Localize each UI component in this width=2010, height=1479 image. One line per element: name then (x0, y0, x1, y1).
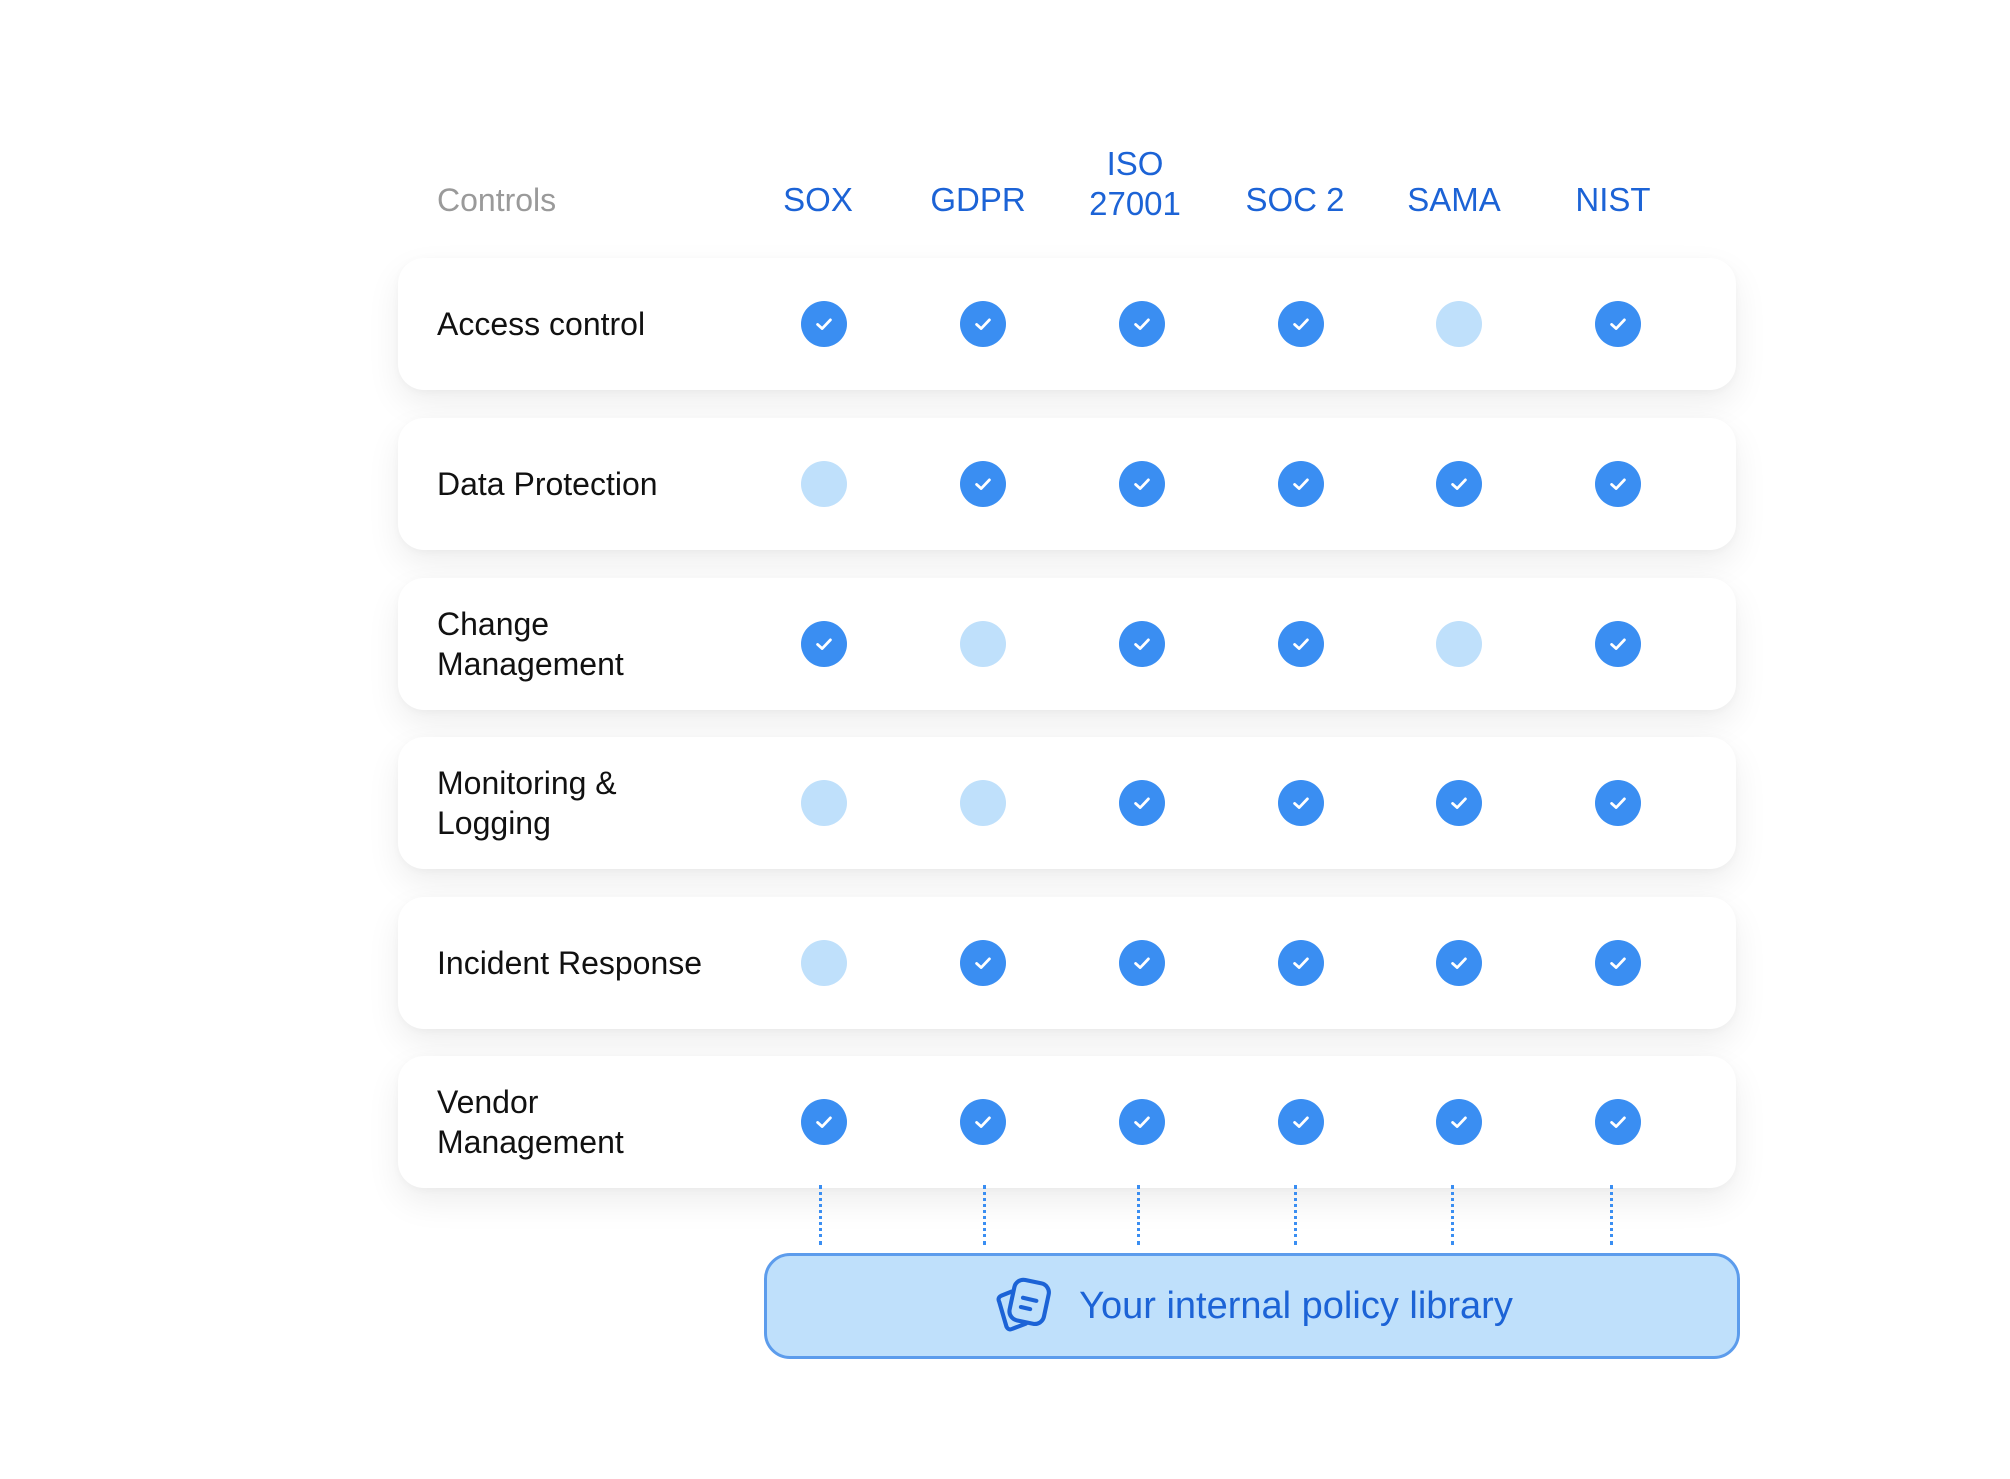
check-circle-icon (1278, 301, 1324, 347)
framework-header-nist: NIST (1575, 181, 1651, 218)
policy-library-banner[interactable]: Your internal policy library (764, 1253, 1740, 1359)
check-circle-icon (1119, 301, 1165, 347)
control-label: Vendor Management (437, 1084, 624, 1160)
connector-line (1610, 1185, 1613, 1245)
control-row: Incident Response (398, 897, 1736, 1029)
policy-library-label: Your internal policy library (1079, 1284, 1513, 1327)
connector-line (819, 1185, 822, 1245)
empty-circle-icon (1436, 621, 1482, 667)
check-circle-icon (1278, 1099, 1324, 1145)
control-label: Data Protection (437, 466, 658, 502)
check-circle-icon (960, 301, 1006, 347)
control-label: Access control (437, 306, 646, 342)
check-circle-icon (801, 1099, 847, 1145)
check-circle-icon (1436, 1099, 1482, 1145)
empty-circle-icon (801, 461, 847, 507)
controls-header-label: Controls (437, 182, 557, 218)
check-circle-icon (1278, 461, 1324, 507)
check-circle-icon (960, 1099, 1006, 1145)
check-circle-icon (1436, 461, 1482, 507)
connector-line (1294, 1185, 1297, 1245)
control-row: Vendor Management (398, 1056, 1736, 1188)
check-circle-icon (801, 621, 847, 667)
control-label: Monitoring & Logging (437, 765, 617, 841)
control-label: Change Management (437, 606, 624, 682)
control-row: Change Management (398, 578, 1736, 710)
empty-circle-icon (960, 621, 1006, 667)
check-circle-icon (1595, 301, 1641, 347)
control-label: Incident Response (437, 945, 703, 981)
framework-header-sama: SAMA (1407, 181, 1501, 218)
empty-circle-icon (801, 780, 847, 826)
connector-line (1451, 1185, 1454, 1245)
check-circle-icon (1119, 461, 1165, 507)
check-circle-icon (1119, 780, 1165, 826)
check-circle-icon (1278, 621, 1324, 667)
check-circle-icon (801, 301, 847, 347)
check-circle-icon (960, 461, 1006, 507)
check-circle-icon (1278, 780, 1324, 826)
check-circle-icon (1595, 1099, 1641, 1145)
empty-circle-icon (801, 940, 847, 986)
connector-line (1137, 1185, 1140, 1245)
connector-line (983, 1185, 986, 1245)
framework-header-soc2: SOC 2 (1245, 181, 1345, 218)
check-circle-icon (1595, 461, 1641, 507)
policy-document-icon (991, 1273, 1057, 1339)
framework-header-sox: SOX (783, 181, 853, 218)
framework-header-iso-27001: ISO 27001 (1089, 145, 1181, 222)
check-circle-icon (1278, 940, 1324, 986)
check-circle-icon (1436, 780, 1482, 826)
check-circle-icon (1119, 1099, 1165, 1145)
check-circle-icon (1436, 940, 1482, 986)
empty-circle-icon (960, 780, 1006, 826)
check-circle-icon (1595, 940, 1641, 986)
check-circle-icon (1595, 780, 1641, 826)
check-circle-icon (1119, 940, 1165, 986)
control-row: Monitoring & Logging (398, 737, 1736, 869)
control-row: Data Protection (398, 418, 1736, 550)
check-circle-icon (1595, 621, 1641, 667)
empty-circle-icon (1436, 301, 1482, 347)
check-circle-icon (1119, 621, 1165, 667)
check-circle-icon (960, 940, 1006, 986)
control-row: Access control (398, 258, 1736, 390)
framework-header-gdpr: GDPR (930, 181, 1026, 218)
